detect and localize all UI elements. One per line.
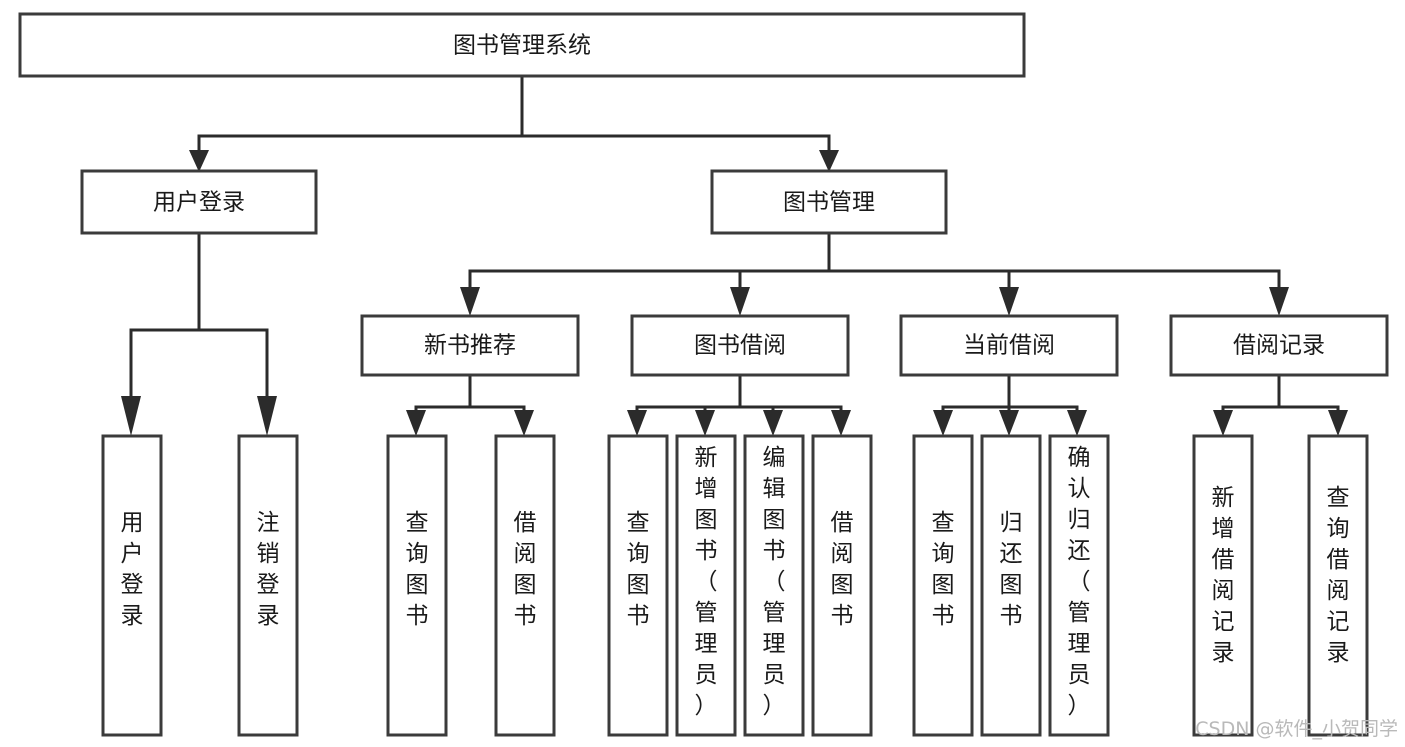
leaf-edit-book-box[interactable] (743, 434, 805, 737)
node-current-borrow-label: 当前借阅 (963, 333, 1055, 359)
arrow-head-borrow-record (1269, 287, 1289, 316)
leaf-return-book[interactable]: 归还图书 (980, 434, 1042, 737)
leaf-add-book[interactable]: 新增图书（管理员） (675, 434, 737, 737)
leaf-confirm-return-box[interactable] (1048, 434, 1110, 737)
arrow-head-leaf-query-record (1328, 410, 1348, 436)
csdn-watermark: CSDN @软件_小贺同学 (1195, 718, 1398, 740)
leaf-borrow-book-1-box[interactable] (494, 434, 556, 737)
node-book-manage-label: 图书管理 (783, 190, 875, 216)
leaf-add-book-box[interactable] (675, 434, 737, 737)
leaf-query-book-3-label: 查询图书 (932, 510, 955, 629)
node-book-borrow[interactable]: 图书借阅 (630, 314, 850, 377)
leaf-edit-book-label: 编辑图书（管理员） (763, 445, 786, 719)
leaf-query-book-3[interactable]: 查询图书 (912, 434, 974, 737)
leaf-query-record[interactable]: 查询借阅记录 (1307, 434, 1369, 737)
node-book-manage[interactable]: 图书管理 (710, 169, 948, 235)
node-borrow-record[interactable]: 借阅记录 (1169, 314, 1389, 377)
node-new-book-recommend-box[interactable] (360, 314, 580, 377)
arrow-head-user-login (189, 150, 209, 172)
leaf-user-logout[interactable]: 注销登录 (237, 434, 299, 737)
leaf-edit-book[interactable]: 编辑图书（管理员） (743, 434, 805, 737)
arrow-head-leaf-user-logout (257, 396, 277, 436)
leaf-borrow-book-2-box[interactable] (811, 434, 873, 737)
connector-layer (121, 74, 1348, 436)
node-current-borrow-box[interactable] (899, 314, 1119, 377)
leaf-borrow-book-2[interactable]: 借阅图书 (811, 434, 873, 737)
node-borrow-record-box[interactable] (1169, 314, 1389, 377)
leaf-return-book-box[interactable] (980, 434, 1042, 737)
node-borrow-record-label: 借阅记录 (1233, 333, 1325, 359)
arrow-head-leaf-query-book-1 (406, 410, 426, 436)
arrow-head-book-borrow (730, 287, 750, 316)
arrow-head-current-borrow (999, 287, 1019, 316)
leaf-query-book-1-box[interactable] (386, 434, 448, 737)
leaf-query-book-1[interactable]: 查询图书 (386, 434, 448, 737)
node-new-book-recommend[interactable]: 新书推荐 (360, 314, 580, 377)
arrow-head-leaf-user-login (121, 396, 141, 436)
leaf-borrow-book-1-label: 借阅图书 (514, 510, 537, 629)
arrow-head-leaf-query-book-2 (627, 410, 647, 436)
leaf-user-logout-box[interactable] (237, 434, 299, 737)
leaf-confirm-return-label: 确认归还（管理员） (1068, 445, 1091, 719)
leaf-query-book-1-label: 查询图书 (406, 510, 429, 629)
node-book-borrow-label: 图书借阅 (694, 333, 786, 359)
node-root-box[interactable] (18, 12, 1026, 78)
leaf-user-logout-label: 注销登录 (257, 510, 280, 629)
node-user-login-label: 用户登录 (153, 190, 245, 216)
arrow-head-leaf-add-book (695, 410, 715, 436)
node-user-login[interactable]: 用户登录 (80, 169, 318, 235)
arrow-head-leaf-add-record (1213, 410, 1233, 436)
leaf-query-book-2[interactable]: 查询图书 (607, 434, 669, 737)
node-current-borrow[interactable]: 当前借阅 (899, 314, 1119, 377)
arrow-head-leaf-borrow-book-2 (831, 410, 851, 436)
arrow-head-leaf-return-book (999, 410, 1019, 436)
leaf-user-login-label: 用户登录 (121, 510, 144, 629)
node-user-login-box[interactable] (80, 169, 318, 235)
leaf-add-book-label: 新增图书（管理员） (695, 445, 718, 719)
arrow-head-leaf-confirm-return (1067, 410, 1087, 436)
leaf-query-record-box[interactable] (1307, 434, 1369, 737)
leaf-query-book-2-box[interactable] (607, 434, 669, 737)
leaf-add-record-box[interactable] (1192, 434, 1254, 737)
node-new-book-recommend-label: 新书推荐 (424, 333, 516, 359)
leaf-user-login-box[interactable] (101, 434, 163, 737)
arrow-head-leaf-borrow-book-1 (514, 410, 534, 436)
node-book-borrow-box[interactable] (630, 314, 850, 377)
leaf-query-book-2-label: 查询图书 (627, 510, 650, 629)
arrow-head-leaf-edit-book (763, 410, 783, 436)
leaf-return-book-label: 归还图书 (1000, 510, 1023, 629)
node-root-label: 图书管理系统 (453, 33, 591, 59)
leaf-query-book-3-box[interactable] (912, 434, 974, 737)
leaf-add-record[interactable]: 新增借阅记录 (1192, 434, 1254, 737)
leaf-add-record-label: 新增借阅记录 (1212, 485, 1235, 666)
leaf-confirm-return[interactable]: 确认归还（管理员） (1048, 434, 1110, 737)
arrow-head-book-manage (819, 150, 839, 172)
node-book-manage-box[interactable] (710, 169, 948, 235)
leaf-borrow-book-2-label: 借阅图书 (831, 510, 854, 629)
arrow-head-new-book-recommend (460, 287, 480, 316)
arrow-head-leaf-query-book-3 (933, 410, 953, 436)
leaf-query-record-label: 查询借阅记录 (1327, 485, 1350, 666)
leaf-borrow-book-1[interactable]: 借阅图书 (494, 434, 556, 737)
leaf-user-login[interactable]: 用户登录 (101, 434, 163, 737)
node-root[interactable]: 图书管理系统 (18, 12, 1026, 78)
